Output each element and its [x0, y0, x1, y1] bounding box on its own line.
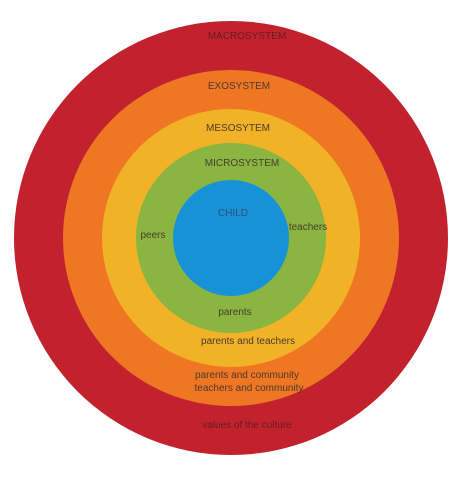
exosystem-note-line-1: parents and community	[195, 370, 299, 381]
mesosystem-note: parents and teachers	[201, 336, 295, 347]
exosystem-label: EXOSYSTEM	[208, 81, 270, 92]
exosystem-note-line-2: teachers and community	[195, 383, 304, 394]
child-circle	[173, 180, 289, 296]
microsystem-peers-label: peers	[140, 230, 165, 241]
microsystem-teachers-label: teachers	[289, 222, 327, 233]
macrosystem-note: values of the culture	[202, 420, 292, 431]
microsystem-label: MICROSYSTEM	[205, 158, 279, 169]
child-label: CHILD	[218, 208, 248, 219]
mesosystem-label: MESOSYTEM	[206, 123, 270, 134]
microsystem-parents-label: parents	[218, 307, 251, 318]
macrosystem-label: MACROSYSTEM	[208, 31, 286, 42]
